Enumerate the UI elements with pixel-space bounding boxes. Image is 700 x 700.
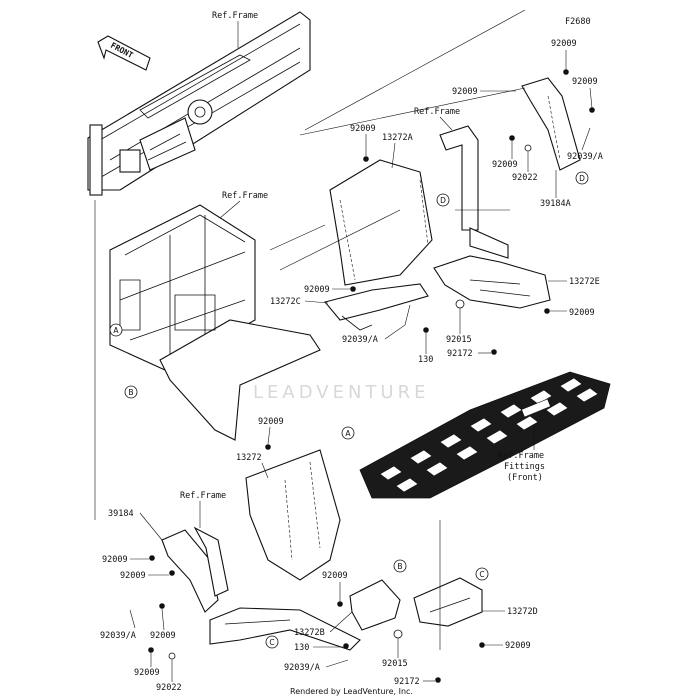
callout-c-2: C bbox=[265, 635, 279, 649]
part-92039a-d: 92039/A bbox=[284, 663, 320, 673]
part-13272d: 13272D bbox=[507, 607, 538, 617]
callout-d-2-label: D bbox=[579, 174, 585, 183]
panel-13272d bbox=[413, 577, 483, 627]
bracket-39184a bbox=[521, 77, 581, 171]
part-13272e: 13272E bbox=[569, 277, 600, 287]
front-arrow-icon: FRONT bbox=[97, 35, 151, 71]
part-92009-l: 92009 bbox=[258, 417, 284, 427]
ref-frame-fittings-line3: (Front) bbox=[507, 473, 543, 483]
figure-code: F2680 bbox=[565, 17, 591, 27]
leader-lines bbox=[94, 9, 526, 650]
lower-frame bbox=[209, 607, 361, 651]
part-13272: 13272 bbox=[236, 453, 262, 463]
ref-frame-fittings-line2: Fittings bbox=[504, 462, 545, 472]
part-92009-h: 92009 bbox=[102, 555, 128, 565]
callout-a-1-label: A bbox=[113, 326, 119, 335]
part-92009-c: 92009 bbox=[572, 77, 598, 87]
part-130-a: 130 bbox=[418, 355, 433, 365]
ref-frame-label-3: Ref.Frame bbox=[414, 107, 460, 117]
part-92022-a: 92022 bbox=[512, 173, 538, 183]
callout-a-2: A bbox=[341, 426, 355, 440]
part-92009-i: 92009 bbox=[120, 571, 146, 581]
part-92009-a: 92009 bbox=[551, 39, 577, 49]
callout-c-1-label: C bbox=[479, 570, 484, 579]
part-92009-j: 92009 bbox=[150, 631, 176, 641]
part-92039a-b: 92039/A bbox=[342, 335, 378, 345]
callout-a-2-label: A bbox=[345, 429, 351, 438]
panel-13272e bbox=[433, 255, 551, 309]
panel-13272c bbox=[324, 283, 429, 331]
part-92022-b: 92022 bbox=[156, 683, 182, 693]
ref-frame-label-1: Ref.Frame bbox=[212, 11, 258, 21]
part-92172-b: 92172 bbox=[394, 677, 420, 687]
part-92172-a: 92172 bbox=[447, 349, 473, 359]
callout-d-1-label: D bbox=[440, 196, 446, 205]
lower-left-bracket bbox=[161, 526, 229, 613]
part-92015-b: 92015 bbox=[382, 659, 408, 669]
watermark: LEADVENTURE bbox=[253, 382, 429, 403]
ref-frame-label-4: Ref.Frame bbox=[180, 491, 226, 501]
panel-13272b bbox=[349, 579, 401, 631]
part-39184: 39184 bbox=[108, 509, 134, 519]
part-92009-f: 92009 bbox=[569, 308, 595, 318]
part-92015-a: 92015 bbox=[446, 335, 472, 345]
part-39184a: 39184A bbox=[540, 199, 571, 209]
part-13272a: 13272A bbox=[382, 133, 413, 143]
part-92039a-c: 92039/A bbox=[100, 631, 136, 641]
callout-b-2-label: B bbox=[397, 562, 402, 571]
part-92009-n: 92009 bbox=[505, 641, 531, 651]
callout-b-1-label: B bbox=[128, 388, 133, 397]
callout-b-2: B bbox=[393, 559, 407, 573]
ref-frame-label-2: Ref.Frame bbox=[222, 191, 268, 201]
part-92009-m: 92009 bbox=[322, 571, 348, 581]
main-frame bbox=[109, 204, 321, 441]
callout-d-2: D bbox=[575, 171, 589, 185]
ref-frame-fittings-line1: Ref.Frame bbox=[498, 451, 544, 461]
ref-frame-d-bracket bbox=[439, 125, 509, 259]
panel-13272 bbox=[245, 444, 341, 581]
part-92009-e: 92009 bbox=[492, 160, 518, 170]
callout-d-1: D bbox=[436, 193, 450, 207]
part-13272b: 13272B bbox=[294, 628, 325, 638]
part-130-b: 130 bbox=[294, 643, 309, 653]
callout-b-1: B bbox=[124, 385, 138, 399]
callout-c-1: C bbox=[475, 567, 489, 581]
floor-mat bbox=[359, 371, 611, 499]
part-92009-g: 92009 bbox=[304, 285, 330, 295]
callout-c-2-label: C bbox=[269, 638, 274, 647]
part-92009-d: 92009 bbox=[350, 124, 376, 134]
part-13272c: 13272C bbox=[270, 297, 301, 307]
part-92039a-a: 92039/A bbox=[567, 152, 603, 162]
part-92009-b: 92009 bbox=[452, 87, 478, 97]
callout-a-1: A bbox=[109, 323, 123, 337]
part-92009-k: 92009 bbox=[134, 668, 160, 678]
panel-13272a bbox=[329, 156, 433, 286]
rear-frame-upper bbox=[87, 11, 311, 196]
footer-credit: Rendered by LeadVenture, Inc. bbox=[290, 687, 413, 696]
